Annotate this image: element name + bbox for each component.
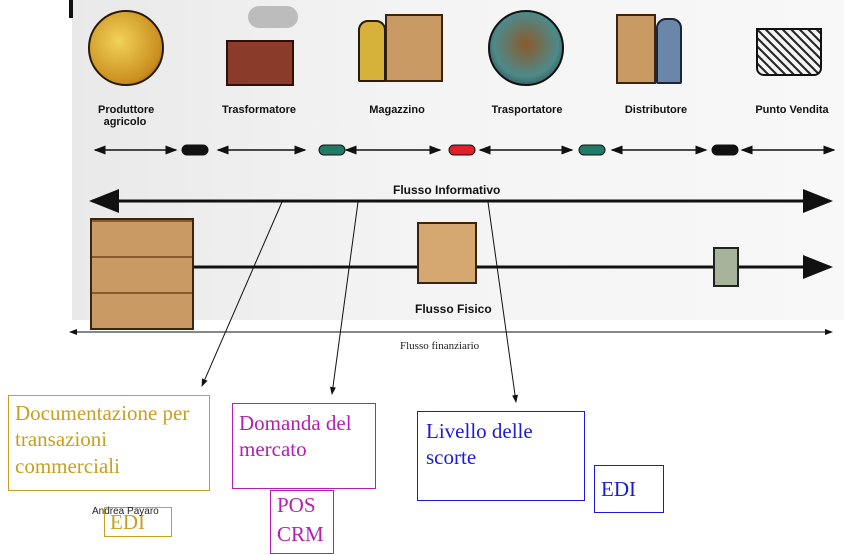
single-box-icon [417,222,477,284]
connector-pill [711,144,739,156]
author-label: Andrea Payaro [92,506,159,517]
stage-label-magazzino: Magazzino [369,104,425,116]
factory-smoke-icon [248,6,298,28]
stage-label-trasformatore: Trasformatore [222,104,296,116]
flusso-fisico-label: Flusso Fisico [415,302,492,316]
connector-pill [318,144,346,156]
transporter-icon [488,10,564,86]
stage-label-produttore: Produttore agricolo [98,104,155,128]
flusso-finanziario-label: Flusso finanziario [400,340,480,352]
stage-label-punto-vendita: Punto Vendita [755,104,829,116]
edi-gold-box: EDI [104,507,172,537]
documentazione-box: Documentazione per transazioni commercia… [8,395,210,491]
connector-pill [578,144,606,156]
domanda-box: Domanda del mercato [232,403,376,489]
livello-box: Livello delle scorte [417,411,585,501]
connector-pill [448,144,476,156]
distributor-person-icon [656,18,682,84]
stage-label-trasportatore: Trasportatore [491,104,563,116]
pointer-documentazione [201,201,283,387]
distributor-icon [616,14,656,84]
warehouse-worker-icon [385,14,443,82]
shopping-cart-icon [756,28,822,76]
stage-label-distributore: Distributore [624,104,688,116]
pointer-livello [487,201,519,403]
worker-figure-icon [358,20,386,82]
edi-blue-box: EDI [594,465,664,513]
pointer-domanda [329,201,359,395]
connector-pill [181,144,209,156]
box-stack-icon [90,218,194,330]
farmer-icon [88,10,164,86]
retail-product-icon [713,247,739,287]
pos-crm-box: POS CRM [270,490,334,554]
factory-icon [226,40,294,86]
title-bar-fragment [69,0,73,18]
flusso-informativo-label: Flusso Informativo [393,183,501,197]
